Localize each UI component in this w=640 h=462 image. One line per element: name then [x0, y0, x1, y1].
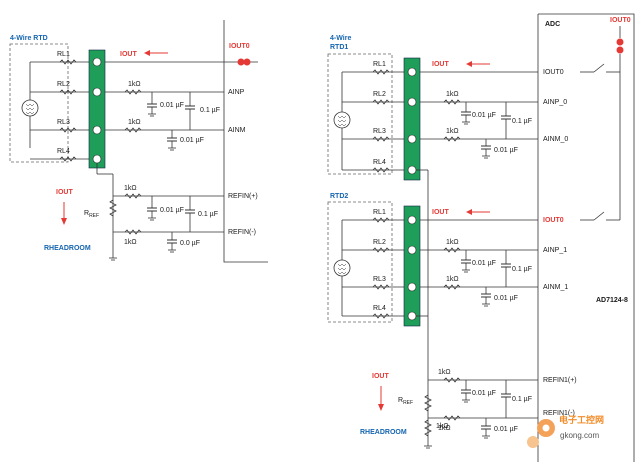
- rtd1-terminal-screws: [407, 67, 417, 175]
- rtd2-rl3-label: RL3: [373, 276, 386, 283]
- left-refinm-pin: REFIN(-): [228, 229, 256, 236]
- ainp1-r-label: 1kΩ: [446, 239, 459, 246]
- rtd2-rl1-label: RL1: [373, 209, 386, 216]
- left-rl3-label: RL3: [57, 119, 70, 126]
- refinm-pin: REFIN1(-): [543, 410, 575, 417]
- rtd2-iout-arrow-icon: [466, 209, 472, 215]
- left-ainp-cap-label: 0.01 µF: [160, 102, 184, 109]
- watermark-cn: 电子工控网: [559, 414, 604, 425]
- watermark: 电子工控网 gkong.com: [527, 414, 604, 448]
- rtd2-iout-label: IOUT: [432, 209, 449, 216]
- adc-title: ADC: [545, 21, 560, 28]
- left-iout-down-label: IOUT: [56, 189, 73, 196]
- right-iout0-pin-2: IOUT0: [543, 217, 564, 224]
- left-iout-arrow-icon: [144, 50, 150, 56]
- rtd2-terminal-screws: [407, 215, 417, 321]
- rtd1-rl2-label: RL2: [373, 91, 386, 98]
- left-ainm-cap-label: 0.01 µF: [180, 137, 204, 144]
- left-iout0-terminal-icon: [237, 58, 245, 66]
- left-refinm-r-label: 1kΩ: [124, 239, 137, 246]
- left-rheadroom: RHEADROOM: [44, 245, 91, 252]
- left-rref-resistor: [109, 199, 117, 217]
- ainp0-pin: AINP_0: [543, 99, 567, 106]
- left-terminal-block: [88, 49, 106, 169]
- left-ainp-pin: AINP: [228, 89, 245, 96]
- left-iout-label: IOUT: [120, 51, 137, 58]
- left-ainm-r-label: 1kΩ: [128, 119, 141, 126]
- ainm0-r-label: 1kΩ: [446, 128, 459, 135]
- ref-diff-cap-label: 0.1 µF: [512, 396, 532, 403]
- refinp-pin: REFIN1(+): [543, 377, 577, 384]
- right-rref-resistor: [424, 394, 432, 412]
- rtd1-rl3-label: RL3: [373, 128, 386, 135]
- left-refinp-pin: REFIN(+): [228, 193, 258, 200]
- rtd1-line2: RTD1: [330, 44, 348, 51]
- left-rtd-title: 4-Wire RTD: [10, 35, 48, 42]
- right-iout0-source-label: IOUT0: [610, 17, 631, 24]
- left-ainm-pin: AINM: [228, 127, 246, 134]
- left-iout-down-arrow-icon: [61, 218, 67, 225]
- rtd1-rl4-label: RL4: [373, 159, 386, 166]
- left-adc-box: [223, 20, 268, 263]
- ainm1-pin: AINM_1: [543, 284, 568, 291]
- left-terminal-screws: [92, 57, 102, 164]
- right-rheadroom: RHEADROOM: [360, 429, 407, 436]
- left-ref-diff-cap-label: 0.1 µF: [198, 211, 218, 218]
- ainp0-r-label: 1kΩ: [446, 91, 459, 98]
- right-circuit: ADC AD7124-8 IOUT0 4-Wire RTD1 RL1 RL2 R…: [327, 13, 635, 462]
- rtd1-box: [327, 53, 393, 175]
- rtd2-title: RTD2: [330, 193, 348, 200]
- left-refinm-cap-label: 0.0 µF: [180, 240, 200, 247]
- left-circuit: 4-Wire RTD RL1 RL2 RL3 RL4 IOUT0 IO: [9, 20, 268, 263]
- adc-part-number: AD7124-8: [596, 297, 628, 304]
- ainm0-cap-label: 0.01 µF: [494, 147, 518, 154]
- right-rheadroom-r-label: 1kΩ: [436, 423, 449, 430]
- right-rref-label: RREF: [398, 397, 413, 406]
- left-diff-cap-label: 0.1 µF: [200, 107, 220, 114]
- rtd2-terminal-block: [403, 205, 421, 327]
- right-iout-down-label: IOUT: [372, 373, 389, 380]
- ainm1-cap-label: 0.01 µF: [494, 295, 518, 302]
- left-rref-label: RREF: [84, 210, 99, 219]
- left-rl2-label: RL2: [57, 81, 70, 88]
- left-rtd-box: [9, 43, 69, 163]
- ainm0-pin: AINM_0: [543, 136, 568, 143]
- left-rl1-label: RL1: [57, 51, 70, 58]
- left-ainp-r-label: 1kΩ: [128, 81, 141, 88]
- rtd1-iout-arrow-icon: [466, 61, 472, 67]
- ainp1-pin: AINP_1: [543, 247, 567, 254]
- rtd2-box: [327, 201, 393, 323]
- left-rl4-label: RL4: [57, 148, 70, 155]
- refinp-r-label: 1kΩ: [438, 369, 451, 376]
- rtd1-terminal-block: [403, 57, 421, 181]
- rtd1-iout-label: IOUT: [432, 61, 449, 68]
- iout0-switch-2-icon: [593, 211, 605, 221]
- ainp0-cap-label: 0.01 µF: [472, 112, 496, 119]
- right-iout-down-arrow-icon: [378, 404, 384, 411]
- refinm-r-label: 1kΩ: [438, 425, 451, 432]
- right-current-source-icon: [616, 38, 624, 46]
- left-refinp-r-label: 1kΩ: [124, 185, 137, 192]
- refinm-cap-label: 0.01 µF: [494, 426, 518, 433]
- iout0-switch-1-icon: [593, 63, 605, 73]
- right-iout0-pin-1: IOUT0: [543, 69, 564, 76]
- rtd1-diff-cap-label: 0.1 µF: [512, 118, 532, 125]
- rtd1-line1: 4-Wire: [330, 35, 351, 42]
- rtd2-rl4-label: RL4: [373, 305, 386, 312]
- watermark-url: gkong.com: [560, 431, 599, 440]
- ainp1-cap-label: 0.01 µF: [472, 260, 496, 267]
- rtd1-rl1-label: RL1: [373, 61, 386, 68]
- refinp-cap-label: 0.01 µF: [472, 390, 496, 397]
- rtd2-diff-cap-label: 0.1 µF: [512, 266, 532, 273]
- left-iout0-pin: IOUT0: [229, 43, 250, 50]
- ainm1-r-label: 1kΩ: [446, 276, 459, 283]
- left-refinp-cap-label: 0.01 µF: [160, 207, 184, 214]
- rtd2-rl2-label: RL2: [373, 239, 386, 246]
